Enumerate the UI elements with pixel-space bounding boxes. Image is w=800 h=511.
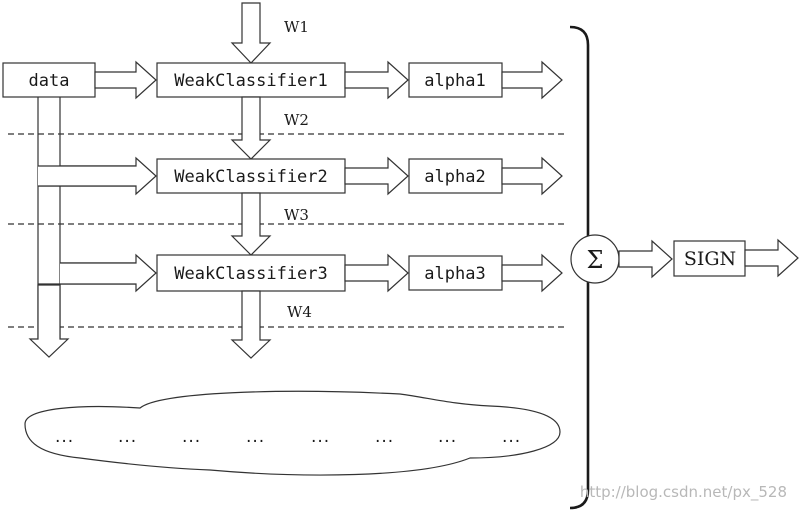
sign-label: SIGN xyxy=(684,248,736,270)
svg-text:...: ... xyxy=(118,427,137,447)
alpha-2-out-arrow xyxy=(501,156,563,196)
svg-text:...: ... xyxy=(311,427,330,447)
classifier-1-to-alpha-1-arrow xyxy=(344,60,409,100)
w3-label: W3 xyxy=(284,206,309,224)
data-box xyxy=(2,62,96,98)
svg-text:...: ... xyxy=(375,427,394,447)
sign-box xyxy=(673,240,746,277)
alpha-3-label: alpha3 xyxy=(424,264,485,284)
weak-classifier-1-label: WeakClassifier1 xyxy=(174,71,328,91)
alpha-1-label: alpha1 xyxy=(424,71,485,91)
watermark: http://blog.csdn.net/px_528 xyxy=(580,483,787,502)
weak-classifier-3-label: WeakClassifier3 xyxy=(174,264,328,284)
data-arrow-to-classifier-3 xyxy=(60,253,157,293)
continuation-dots: ... ... ... ... ... ... ... ... xyxy=(55,427,521,447)
w1-label: W1 xyxy=(284,18,309,36)
w4-arrow xyxy=(230,290,272,359)
data-continue-arrow xyxy=(28,284,70,358)
w2-label: W2 xyxy=(284,111,309,129)
alpha-3-out-arrow xyxy=(501,253,563,293)
alpha-3-box xyxy=(408,255,503,291)
w2-arrow xyxy=(230,96,272,160)
svg-text:...: ... xyxy=(246,427,265,447)
weak-classifier-2-label: WeakClassifier2 xyxy=(174,167,328,187)
svg-text:...: ... xyxy=(182,427,201,447)
sum-to-sign-arrow xyxy=(618,239,673,279)
classifier-3-to-alpha-3-arrow xyxy=(344,253,409,293)
continuation-cloud xyxy=(24,390,561,476)
data-label: data xyxy=(29,71,70,91)
sum-symbol: Σ xyxy=(587,246,604,274)
svg-text:...: ... xyxy=(502,427,521,447)
weak-classifier-3-box xyxy=(156,254,346,292)
alpha-2-label: alpha2 xyxy=(424,167,485,187)
w4-label: W4 xyxy=(287,303,312,321)
w3-arrow xyxy=(230,192,272,256)
data-arrow-to-classifier-1 xyxy=(94,60,157,100)
alpha-1-out-arrow xyxy=(501,60,563,100)
svg-text:...: ... xyxy=(55,427,74,447)
data-arrow-to-classifier-2 xyxy=(38,156,157,196)
classifier-2-to-alpha-2-arrow xyxy=(344,156,409,196)
w1-arrow xyxy=(230,2,272,64)
sign-output-arrow xyxy=(744,238,799,278)
svg-text:...: ... xyxy=(438,427,457,447)
